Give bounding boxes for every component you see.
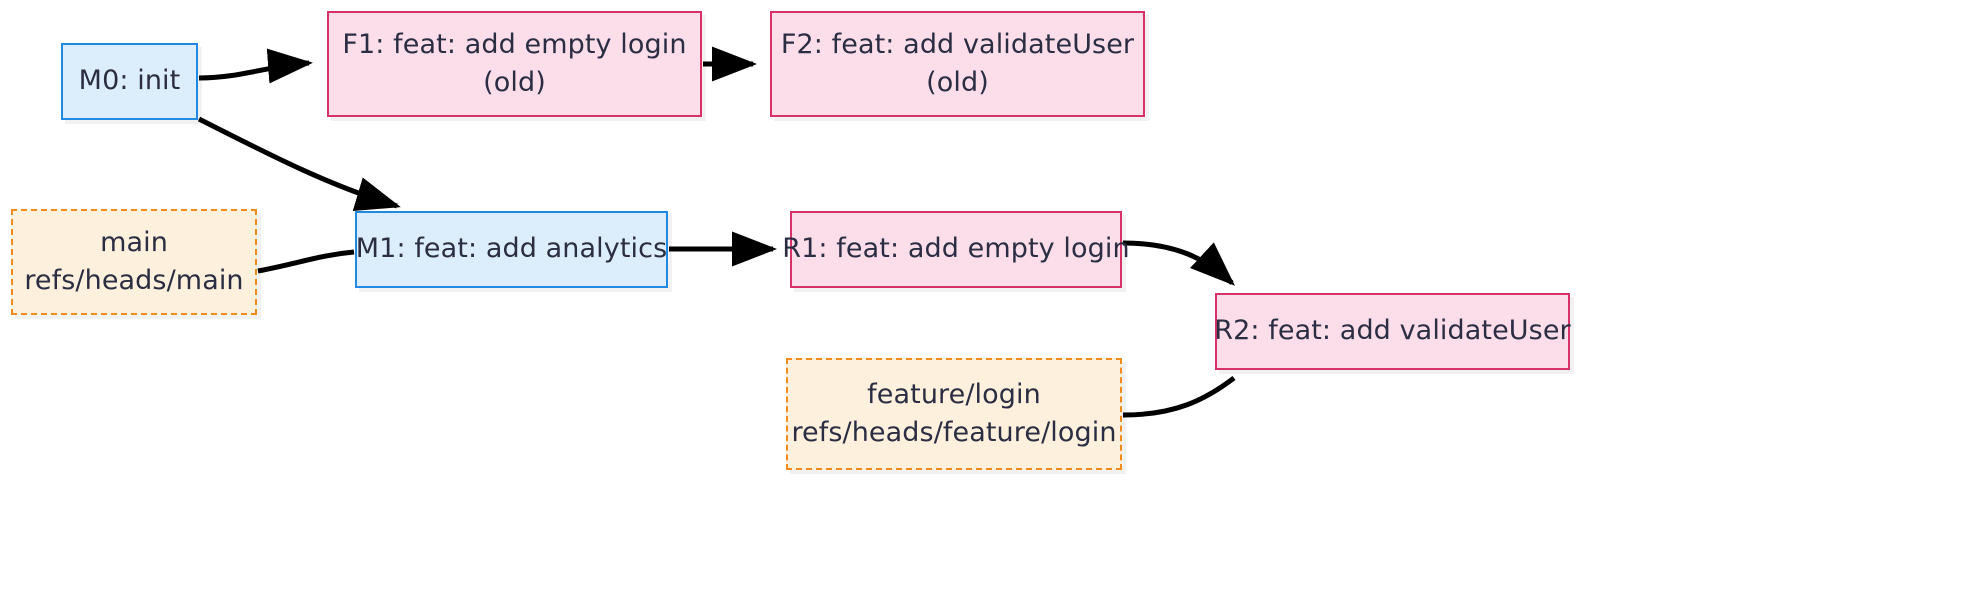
node-label: M1: feat: add analytics bbox=[355, 233, 668, 265]
node-label: refs/heads/feature/login bbox=[791, 417, 1117, 448]
node-label: main bbox=[100, 226, 168, 258]
node-label: feature/login bbox=[867, 378, 1041, 410]
edge-m0-to-f1 bbox=[198, 48, 313, 84]
node-f1[interactable]: F1: feat: add empty login (old) bbox=[327, 11, 702, 117]
node-label: F2: feat: add validateUser bbox=[780, 28, 1135, 60]
node-r1[interactable]: R1: feat: add empty login bbox=[782, 211, 1130, 288]
node-r2[interactable]: R2: feat: add validateUser bbox=[1214, 293, 1571, 370]
edge-r1-to-r2 bbox=[1122, 240, 1235, 286]
node-label: (old) bbox=[926, 67, 989, 98]
node-m0[interactable]: M0: init bbox=[61, 43, 198, 120]
edge-main-ref-to-m1 bbox=[257, 249, 355, 274]
node-label: R2: feat: add validateUser bbox=[1214, 315, 1571, 347]
node-label: F1: feat: add empty login bbox=[342, 28, 687, 60]
edge-m0-to-m1 bbox=[197, 116, 401, 212]
edge-feature-login-ref-to-r2 bbox=[1122, 376, 1236, 418]
node-label: M0: init bbox=[78, 65, 181, 97]
node-f2[interactable]: F2: feat: add validateUser (old) bbox=[770, 11, 1145, 117]
node-label: refs/heads/main bbox=[24, 265, 244, 296]
node-label: R1: feat: add empty login bbox=[782, 233, 1130, 265]
node-feature-login-ref[interactable]: feature/login refs/heads/feature/login bbox=[786, 358, 1122, 470]
node-main-ref[interactable]: main refs/heads/main bbox=[11, 209, 257, 315]
node-label: (old) bbox=[483, 67, 546, 98]
node-m1[interactable]: M1: feat: add analytics bbox=[355, 211, 668, 288]
